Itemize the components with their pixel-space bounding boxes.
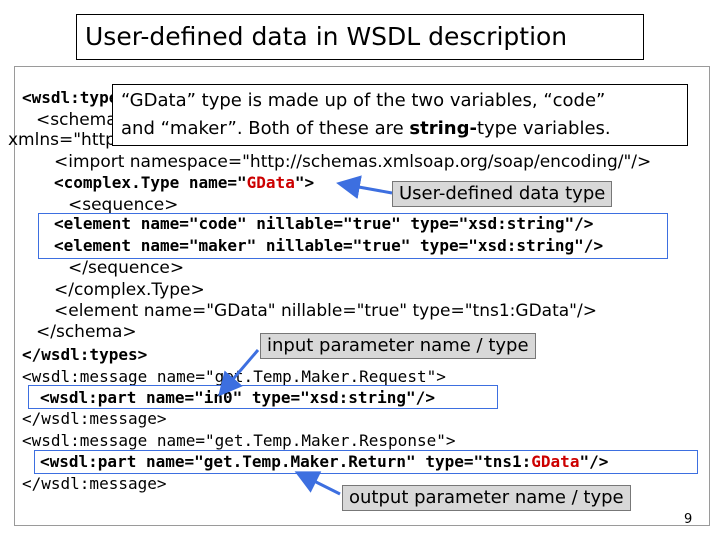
wsdl-types-close: </wsdl:types>: [22, 345, 148, 364]
message-close-2: </wsdl:message>: [22, 474, 167, 493]
schema-close: </schema>: [36, 322, 137, 342]
part-return-highlight: [34, 450, 698, 474]
page-number: 9: [684, 512, 693, 527]
complex-type-close: </complex.Type>: [54, 280, 205, 300]
slide-title: User-defined data in WSDL description: [76, 14, 644, 60]
code-frame: [14, 66, 710, 526]
callout-box: “GData” type is made up of the two varia…: [112, 84, 688, 146]
message-close-1: </wsdl:message>: [22, 409, 167, 428]
element-gdata: <element name="GData" nillable="true" ty…: [54, 301, 597, 321]
wsdl-types-open: <wsdl:types>: [22, 88, 138, 107]
callout-line-2-bold: string-: [409, 118, 477, 139]
callout-line-2-start: and “maker”. Both of these are: [121, 118, 410, 139]
element-code: <element name="code" nillable="true" typ…: [54, 214, 594, 233]
complex-type-suffix: ">: [294, 173, 315, 192]
output-param-label: output parameter name / type: [342, 485, 631, 511]
complex-type-prefix: <complex.Type name=": [54, 173, 247, 192]
xmlns-attr: xmlns="http:: [8, 130, 122, 150]
elements-highlight: [38, 213, 668, 259]
element-maker: <element name="maker" nillable="true" ty…: [54, 236, 604, 255]
callout-line-1: “GData” type is made up of the two varia…: [121, 90, 606, 111]
user-defined-label: User-defined data type: [392, 181, 613, 207]
message-response-open: <wsdl:message name="get.Temp.Maker.Respo…: [22, 431, 456, 450]
complex-type-open: <complex.Type name="GData">: [54, 173, 314, 193]
callout-line-2-end: type variables.: [476, 118, 611, 139]
part-return: <wsdl:part name="get.Temp.Maker.Return" …: [40, 452, 608, 472]
arrow-input-param: [218, 349, 260, 397]
sequence-close: </sequence>: [68, 258, 185, 278]
arrow-output-param: [294, 471, 341, 496]
schema-open: <schema: [36, 110, 117, 130]
sequence-open: <sequence>: [68, 195, 179, 215]
complex-type-name: GData: [246, 173, 295, 192]
callout-line-2: and “maker”. Both of these are string-ty…: [121, 115, 679, 143]
part-in0: <wsdl:part name="in0" type="xsd:string"/…: [40, 388, 435, 407]
input-param-label: input parameter name / type: [260, 333, 536, 359]
part-return-type: GData: [531, 452, 580, 471]
part-return-prefix: <wsdl:part name="get.Temp.Maker.Return" …: [40, 452, 532, 471]
arrow-user-defined: [336, 175, 393, 199]
import-line: <import namespace="http://schemas.xmlsoa…: [54, 152, 652, 172]
part-return-suffix: "/>: [579, 452, 609, 471]
part-in0-highlight: [28, 385, 498, 409]
